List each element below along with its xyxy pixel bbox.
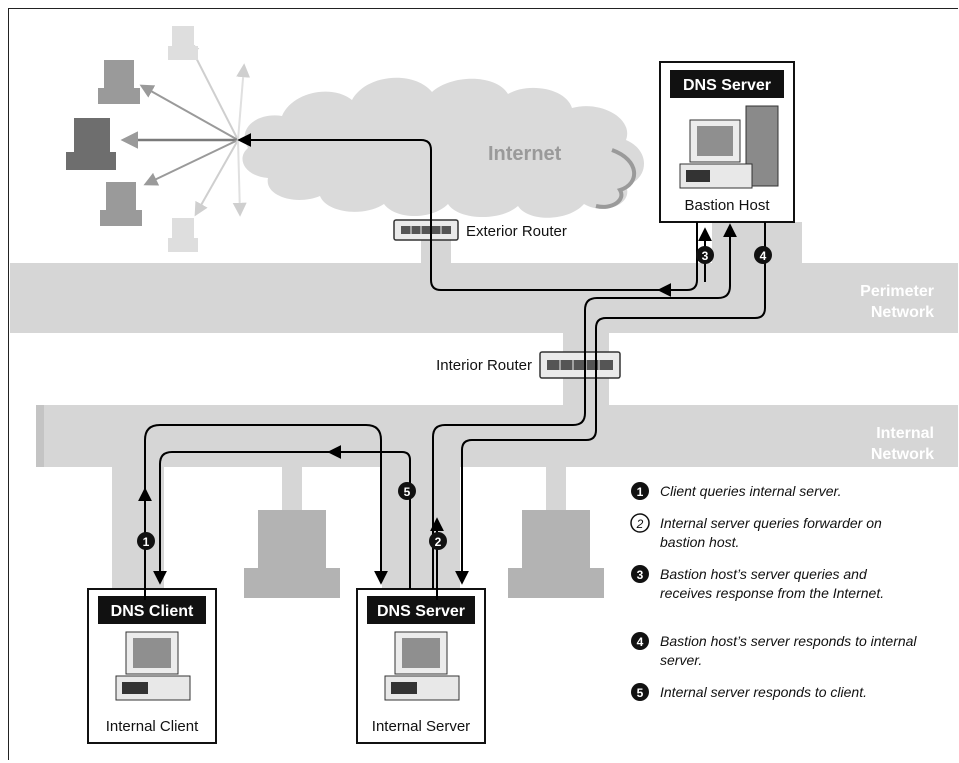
- interior-router: Interior Router: [436, 351, 621, 379]
- interior-router-label: Interior Router: [436, 357, 532, 374]
- step-marker-3: 3: [696, 246, 714, 264]
- internal-server-computer-icon: [384, 631, 460, 701]
- internet-label: Internet: [488, 143, 562, 165]
- internal-server-caption: Internal Server: [372, 718, 470, 735]
- step-marker-4: 4: [754, 246, 772, 264]
- svg-text:2: 2: [435, 535, 442, 549]
- internet-host-1: [168, 26, 198, 60]
- internal-label-line1: Internal: [876, 425, 934, 442]
- perimeter-label-line1: Perimeter: [860, 283, 934, 300]
- svg-text:2: 2: [636, 517, 644, 531]
- internet-host-5: [168, 218, 198, 252]
- legend-2-line1: Internal server queries forwarder on: [660, 515, 882, 531]
- flow-lines: [138, 133, 766, 600]
- legend-item-4: 4 Bastion host’s server responds to inte…: [631, 632, 917, 668]
- flow-bastion-internet-return: [657, 222, 698, 297]
- internal-server-title: DNS Server: [377, 603, 465, 620]
- internet-host-3: [66, 118, 116, 170]
- svg-text:4: 4: [760, 249, 767, 263]
- legend: 1 Client queries internal server. 2 Inte…: [630, 482, 917, 701]
- exterior-router-label: Exterior Router: [466, 223, 567, 240]
- diagram-frame: [8, 8, 958, 760]
- internal-label-line2: Network: [871, 446, 934, 463]
- internal-workstation-1: [244, 510, 340, 598]
- flow-1-client-to-server: [144, 424, 388, 589]
- bastion-computer-icon: [679, 105, 779, 189]
- internet-hosts: [66, 26, 251, 252]
- legend-3-line1: Bastion host’s server queries and: [660, 566, 868, 582]
- client-caption: Internal Client: [106, 718, 199, 735]
- exterior-router: Exterior Router: [393, 219, 567, 241]
- bastion-host-box: DNS Server Bastion Host: [659, 61, 795, 223]
- flow-5-server-to-client: [327, 445, 411, 589]
- client-title: DNS Client: [111, 603, 194, 620]
- legend-4-line1: Bastion host’s server responds to intern…: [660, 633, 917, 649]
- internal-workstation-2: [508, 510, 604, 598]
- bastion-title: DNS Server: [683, 77, 771, 94]
- step-markers: 1 2 3 4 5: [137, 246, 772, 550]
- legend-item-1: 1 Client queries internal server.: [631, 482, 842, 500]
- flow-4-down-to-server: [455, 222, 766, 585]
- legend-item-2: 2 Internal server queries forwarder on b…: [630, 513, 882, 550]
- perimeter-network: Perimeter Network: [10, 222, 958, 333]
- internet-cloud: Internet: [242, 77, 645, 218]
- dns-client-box: DNS Client Internal Client: [87, 588, 217, 744]
- legend-3-line2: receives response from the Internet.: [660, 585, 884, 601]
- step-marker-1: 1: [137, 532, 155, 550]
- internal-server-box: DNS Server Internal Server: [356, 588, 486, 744]
- svg-text:5: 5: [637, 686, 644, 700]
- legend-2-line2: bastion host.: [660, 534, 739, 550]
- svg-text:1: 1: [637, 485, 644, 499]
- svg-text:3: 3: [702, 249, 709, 263]
- step-marker-5: 5: [398, 482, 416, 500]
- legend-item-5: 5 Internal server responds to client.: [631, 683, 867, 701]
- fan-arrows: [120, 39, 251, 217]
- flow-5-back-to-client: [153, 451, 378, 585]
- svg-text:3: 3: [637, 568, 644, 582]
- svg-text:4: 4: [637, 635, 644, 649]
- svg-text:1: 1: [143, 535, 150, 549]
- internet-host-4: [100, 182, 142, 226]
- legend-1-line1: Client queries internal server.: [660, 483, 842, 499]
- bastion-caption: Bastion Host: [684, 197, 770, 214]
- step-marker-2: 2: [429, 532, 447, 550]
- legend-5-line1: Internal server responds to client.: [660, 684, 867, 700]
- legend-4-line2: server.: [660, 652, 702, 668]
- perimeter-label-line2: Network: [871, 304, 934, 321]
- client-computer-icon: [115, 631, 191, 701]
- internet-host-2: [98, 60, 140, 104]
- legend-item-3: 3 Bastion host’s server queries and rece…: [631, 565, 884, 601]
- svg-text:5: 5: [404, 485, 411, 499]
- flow-2-up-to-bastion: [432, 223, 737, 589]
- flow-internet-to-bastion-path: [237, 133, 660, 291]
